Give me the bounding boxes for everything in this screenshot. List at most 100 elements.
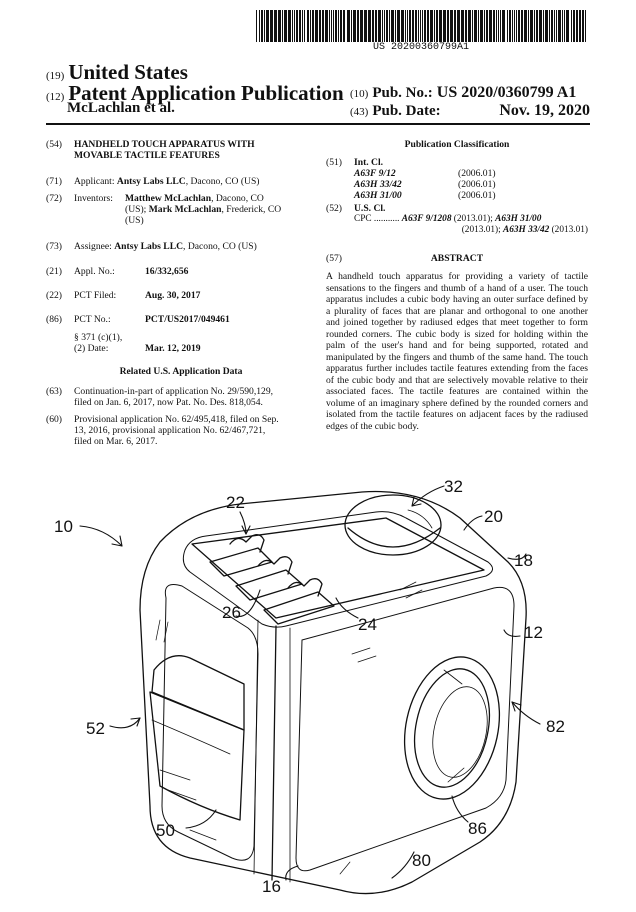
barcode-bar — [573, 10, 575, 42]
barcode-bar — [368, 10, 371, 42]
pct-filed-field: (22) PCT Filed: Aug. 30, 2017 — [46, 290, 201, 301]
barcode-bar — [528, 10, 529, 42]
barcode-bar — [401, 10, 404, 42]
left-column: (54) HANDHELD TOUCH APPARATUS WITH MOVAB… — [46, 139, 316, 452]
barcode-bar — [420, 10, 421, 42]
barcode-bar — [465, 10, 467, 42]
barcode-bar — [405, 10, 406, 42]
title-line-1: HANDHELD TOUCH APPARATUS WITH — [74, 139, 255, 150]
toggle-switches — [209, 534, 335, 625]
leader-lines — [79, 485, 541, 881]
right-column: Publication Classification (51) Int. Cl.… — [326, 139, 588, 432]
label-52: 52 — [86, 719, 105, 738]
barcode-bar — [489, 10, 492, 42]
barcode-bar — [534, 10, 535, 42]
barcode-bar — [310, 10, 311, 42]
barcode-bar — [264, 10, 265, 42]
barcode-bar — [412, 10, 414, 42]
barcode-bar — [545, 10, 548, 42]
barcode-bar — [335, 10, 337, 42]
barcode-bar — [434, 10, 435, 42]
barcode-bar — [274, 10, 277, 42]
abstract-heading: ABSTRACT — [430, 253, 484, 264]
int-cl-list: A63F 9/12(2006.01) A63H 33/42(2006.01) A… — [354, 168, 584, 201]
barcode-bar — [502, 10, 505, 42]
barcode-bar — [294, 10, 295, 42]
barcode-bar — [500, 10, 501, 42]
barcode-bar — [556, 10, 557, 42]
label-86: 86 — [468, 819, 487, 838]
int-cl-row: A63H 31/00(2006.01) — [354, 190, 496, 201]
barcode-bar — [319, 10, 321, 42]
reference-numerals: 10 22 32 20 18 12 26 24 52 82 50 86 80 1… — [54, 477, 565, 896]
barcode-bar — [543, 10, 544, 42]
barcode-bar — [549, 10, 550, 42]
label-18: 18 — [514, 551, 533, 570]
barcode-bar — [530, 10, 533, 42]
provisional-field: (60) Provisional application No. 62/495,… — [46, 414, 279, 447]
label-16: 16 — [262, 877, 281, 896]
barcode-bar — [270, 10, 273, 42]
barcode-bar — [407, 10, 408, 42]
barcode — [256, 10, 586, 42]
barcode-bar — [576, 10, 578, 42]
barcode-bar — [261, 10, 263, 42]
label-50: 50 — [156, 821, 175, 840]
publication-number: US 2020/0360799 A1 — [436, 84, 577, 101]
barcode-bar — [516, 10, 517, 42]
barcode-bar — [521, 10, 523, 42]
barcode-bar — [278, 10, 281, 42]
barcode-bar — [424, 10, 426, 42]
barcode-bar — [474, 10, 477, 42]
label-82: 82 — [546, 717, 565, 736]
barcode-bar — [427, 10, 429, 42]
barcode-bar — [454, 10, 456, 42]
barcode-bar — [372, 10, 374, 42]
top-face — [191, 517, 485, 619]
pub-type-line: (12) Patent Application Publication — [46, 81, 344, 105]
barcode-bar — [418, 10, 419, 42]
barcode-bar — [329, 10, 330, 42]
shading-hatch — [155, 581, 423, 875]
barcode-bar — [514, 10, 515, 42]
assignee-field: (73) Assignee: Antsy Labs LLC, Dacono, C… — [46, 241, 257, 252]
barcode-bar — [325, 10, 328, 42]
barcode-bar — [333, 10, 334, 42]
barcode-bar — [343, 10, 345, 42]
barcode-bar — [512, 10, 513, 42]
barcode-bar — [496, 10, 497, 42]
barcode-bar — [375, 10, 377, 42]
label-22: 22 — [226, 493, 245, 512]
barcode-bar — [468, 10, 471, 42]
barcode-bar — [585, 10, 586, 42]
barcode-bar — [498, 10, 499, 42]
publication-type: Patent Application Publication — [68, 81, 344, 105]
barcode-bar — [558, 10, 561, 42]
barcode-bar — [457, 10, 460, 42]
barcode-bar — [415, 10, 417, 42]
barcode-bar — [292, 10, 293, 42]
title-line-2: MOVABLE TACTILE FEATURES — [74, 150, 220, 161]
barcode-bar — [312, 10, 314, 42]
inventors-field: (72) Inventors: Matthew McLachlan, Dacon… — [46, 193, 282, 226]
barcode-bar — [307, 10, 309, 42]
publication-date: Nov. 19, 2020 — [499, 102, 590, 119]
barcode-bar — [472, 10, 473, 42]
label-26: 26 — [222, 603, 241, 622]
barcode-bar — [340, 10, 342, 42]
barcode-bar — [484, 10, 485, 42]
barcode-bar — [304, 10, 305, 42]
pct-no-field: (86) PCT No.: PCT/US2017/049461 § 371 (c… — [46, 314, 230, 354]
pub-number-line: (10) Pub. No.: US 2020/0360799 A1 — [350, 84, 577, 101]
country-line: (19) United States — [46, 60, 188, 84]
barcode-bar — [461, 10, 464, 42]
barcode-bar — [566, 10, 569, 42]
barcode-bar — [302, 10, 303, 42]
pub-date-line: (43) Pub. Date: Nov. 19, 2020 — [350, 102, 590, 119]
barcode-bar — [480, 10, 483, 42]
label-32: 32 — [444, 477, 463, 496]
barcode-bar — [536, 10, 538, 42]
barcode-bar — [282, 10, 283, 42]
sphere-button — [344, 494, 442, 556]
barcode-bar — [256, 10, 257, 42]
